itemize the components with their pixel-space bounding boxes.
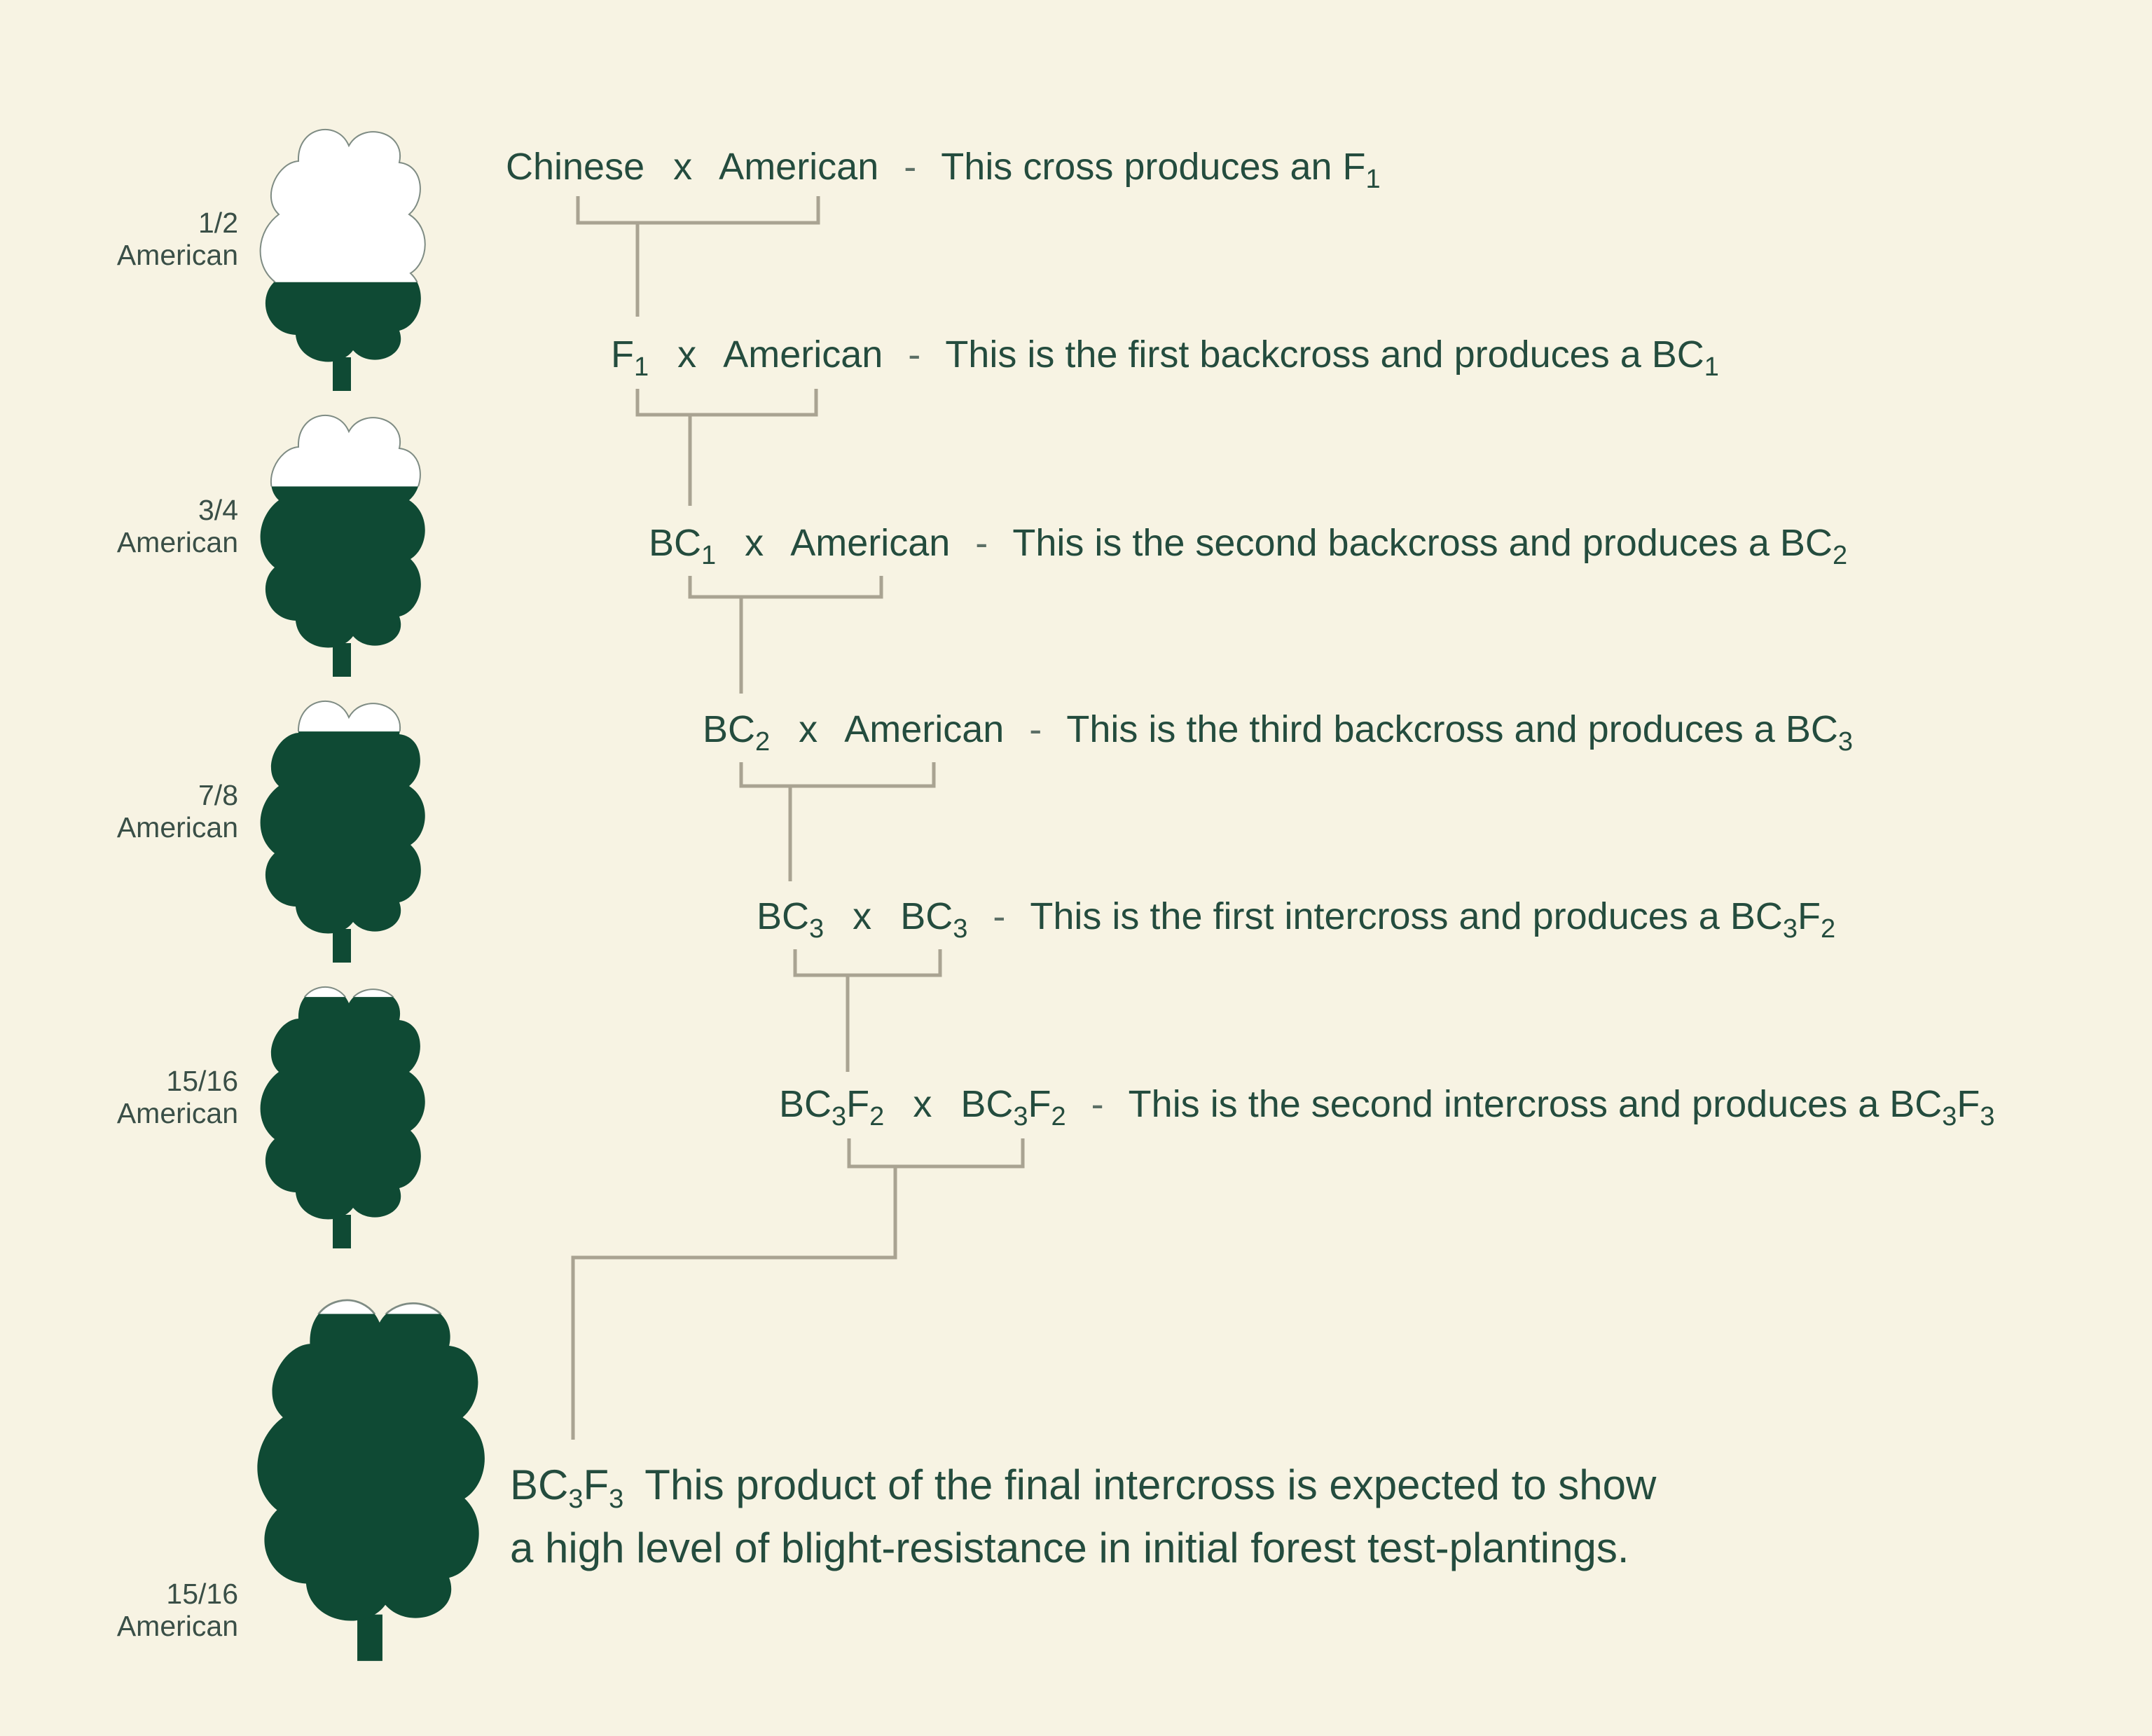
parent-right: American [790,522,951,564]
bracket-5 [793,949,942,1072]
parent-left: BC2 [703,708,771,757]
cross-description: This is the third backcross and produces… [1066,708,1853,757]
cross-description: This is the second backcross and produce… [1012,522,1848,570]
parent-left: F1 [611,333,649,382]
cross-operator: x [745,522,764,564]
separator-dash: - [908,333,921,376]
parent-left: BC3F2 [779,1083,885,1131]
chestnut-tree-icon [259,986,426,1248]
cross-description: This is the second intercross and produc… [1128,1083,1995,1131]
cross-operator: x [799,708,818,750]
tree-trunk [357,1614,382,1661]
cross-row-6: BC3F2 x BC3F2 - This is the second inter… [779,1083,1995,1131]
cross-description: This is the first backcross and produces… [945,333,1719,382]
parent-left: BC3 [757,895,825,944]
cross-row-1: Chinese x American - This cross produces… [506,146,1381,194]
connectors [571,196,1025,1440]
tree-crown-american [260,731,425,934]
bracket-2 [635,389,818,506]
chestnut-tree-icon [259,128,426,391]
parent-left: BC1 [649,522,717,570]
final-formula: BC3F3 [510,1461,624,1514]
tree-fraction: 1/2 [198,207,238,239]
tree-label-text: American [116,526,238,558]
tree-fraction: 15/16 [166,1065,238,1097]
parent-right: BC3F2 [960,1083,1066,1131]
tree-crown-american [257,1314,485,1621]
tree-label-4: 15/16 American [28,1065,238,1129]
parent-right: American [719,146,879,188]
chestnut-tree-icon [259,700,426,963]
separator-dash: - [904,146,917,188]
tree-column [256,128,486,1661]
tree-label-3: 7/8 American [28,779,238,843]
chestnut-tree-icon [259,414,426,677]
parent-right: American [844,708,1005,750]
separator-dash: - [1091,1083,1104,1125]
chestnut-tree-icon [256,1299,486,1661]
cross-operator: x [913,1083,932,1125]
cross-description: This is the first intercross and produce… [1030,895,1836,944]
tree-label-2: 3/4 American [28,494,238,558]
cross-row-5: BC3 x BC3 - This is the first intercross… [757,895,1836,944]
tree-trunk [333,929,351,963]
tree-fraction: 15/16 [166,1578,238,1610]
parent-right: BC3 [900,895,968,944]
separator-dash: - [975,522,988,564]
bracket-4 [739,762,936,881]
parent-left: Chinese [506,146,645,188]
separator-dash: - [1029,708,1042,750]
tree-label-text: American [116,1610,238,1642]
final-line-2: a high level of blight-resistance in ini… [510,1524,1629,1571]
tree-fraction: 3/4 [198,494,238,526]
cross-operator: x [677,333,697,376]
cross-operator: x [853,895,872,937]
tree-label-text: American [116,1097,238,1129]
tree-label-5: 15/16 American [28,1578,238,1642]
tree-label-text: American [116,239,238,271]
cross-description: This cross produces an F1 [941,146,1381,194]
parent-right: American [723,333,883,376]
cross-row-2: F1 x American - This is the first backcr… [611,333,1719,382]
cross-row-3: BC1 x American - This is the second back… [649,522,1848,570]
bracket-1 [576,196,820,317]
bracket-3 [688,576,883,694]
tree-trunk [333,357,351,391]
bracket-6 [571,1138,1025,1440]
cross-row-4: BC2 x American - This is the third backc… [703,708,1853,757]
tree-label-1: 1/2 American [28,207,238,271]
tree-trunk [333,643,351,677]
tree-crown-american [260,997,425,1220]
cross-operator: x [673,146,693,188]
tree-trunk [333,1215,351,1248]
tree-fraction: 7/8 [198,779,238,811]
tree-label-text: American [116,811,238,843]
separator-dash: - [993,895,1006,937]
